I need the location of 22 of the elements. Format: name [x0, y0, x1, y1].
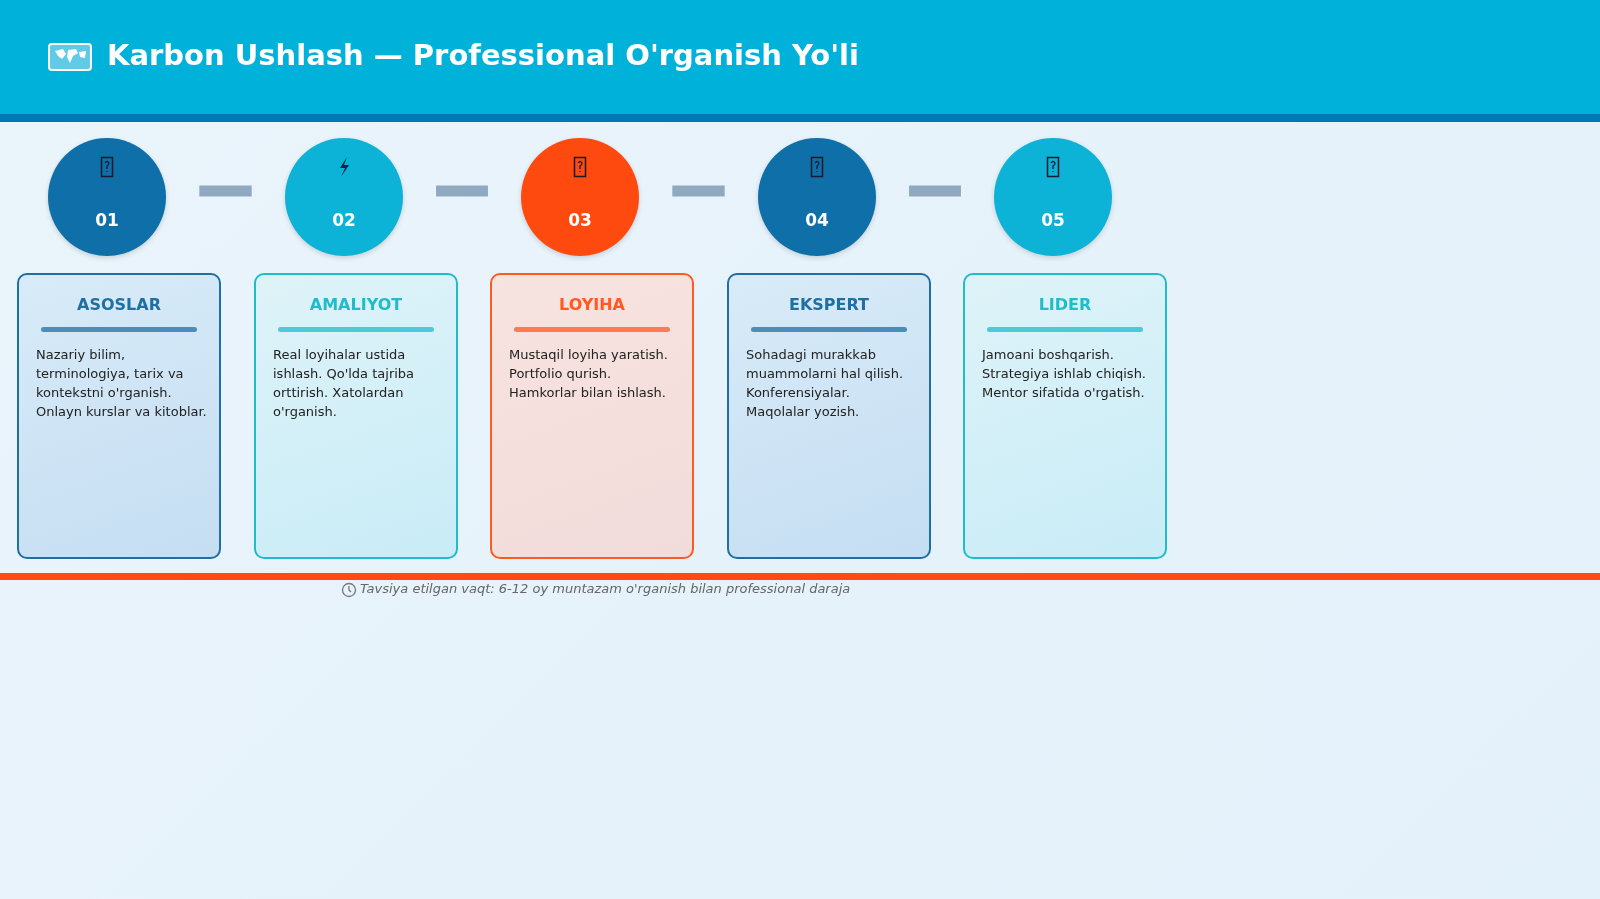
card-description: Nazariy bilim, terminologiya, tarix va kontekstni o'rganish. Onlayn kurslar va kitoblar. — [36, 346, 207, 421]
stage-card — [490, 273, 694, 559]
step-number: 01 — [94, 210, 120, 230]
card-description: Sohadagi murakkab muammolarni hal qilish. Konferensiyalar. Maqolalar yozish. — [746, 346, 904, 421]
step-number: 02 — [331, 210, 357, 230]
stage-card — [254, 273, 458, 559]
stage-card — [727, 273, 931, 559]
card-description: Real loyihalar ustida ishlash. Qo'lda tajriba orttirish. Xatolardan o'rganish. — [273, 346, 416, 421]
card-description: Jamoani boshqarish. Strategiya ishlab chiqish. Mentor sifatida o'rgatish. — [982, 346, 1147, 402]
card-heading: AMALIYOT — [308, 295, 404, 314]
card-heading: LIDER — [1037, 295, 1093, 314]
step-number: 05 — [1040, 210, 1066, 230]
title: Karbon Ushlash — Professional O'rganish Yo'li — [107, 38, 859, 72]
card-heading: LOYIHA — [558, 295, 626, 314]
card-heading: EKSPERT — [788, 295, 870, 314]
stage-card — [963, 273, 1167, 559]
step-number: 04 — [804, 210, 830, 230]
card-description: Mustaqil loyiha yaratish. Portfolio qurish. Hamkorlar bilan ishlash. — [509, 346, 669, 402]
card-heading: ASOSLAR — [76, 295, 162, 314]
stage-card — [17, 273, 221, 559]
step-number: 03 — [567, 210, 593, 230]
note-text: Tavsiya etilgan vaqt: 6-12 oy muntazam o'rganish bilan professional daraja — [360, 581, 851, 596]
